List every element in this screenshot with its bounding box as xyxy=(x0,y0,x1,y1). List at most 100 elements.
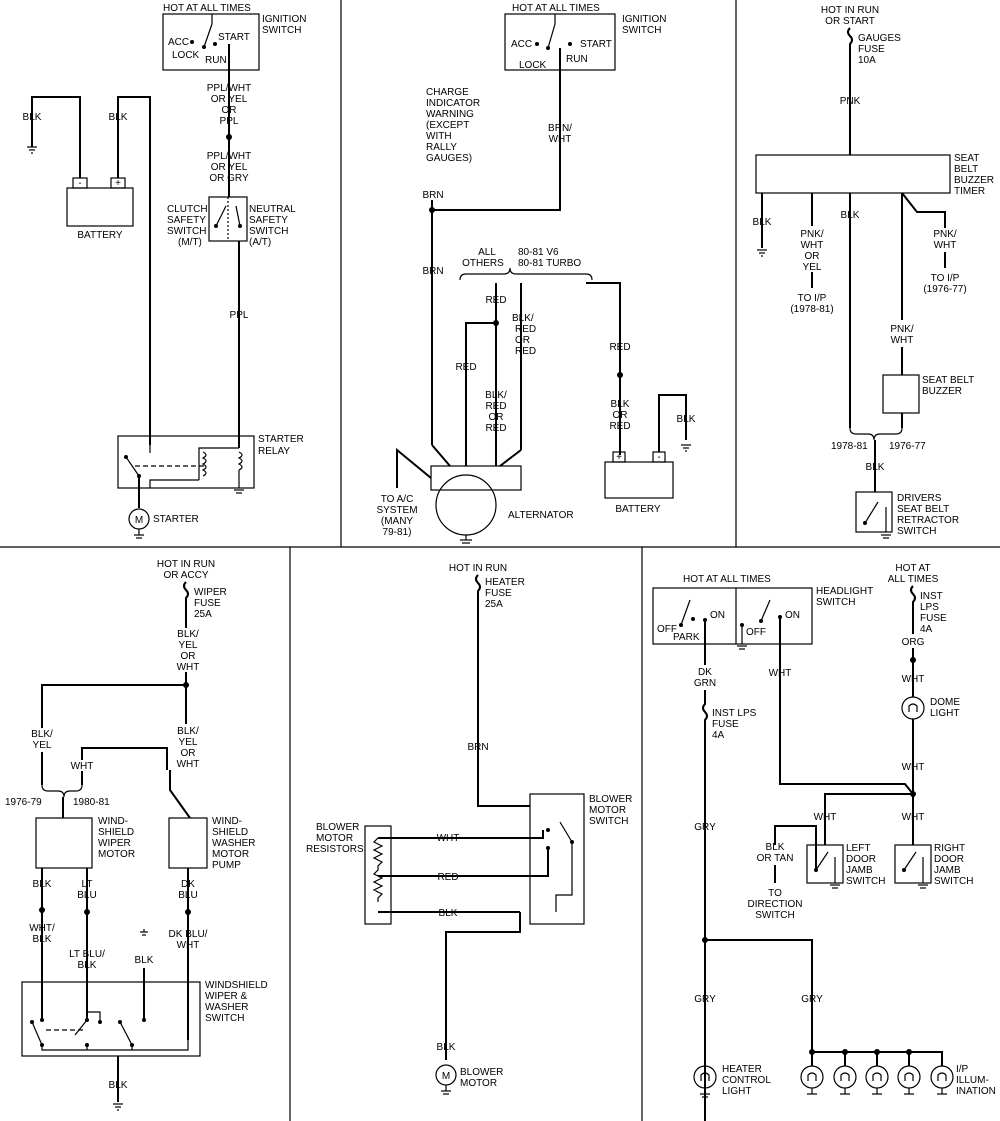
left-door-label: LEFT xyxy=(846,843,870,854)
wire-label: RED xyxy=(515,346,536,357)
switch-label: WINDSHIELD xyxy=(205,980,268,991)
year-label: 1978-81 xyxy=(831,441,868,452)
left-door-switch-box xyxy=(806,844,844,884)
fuse-label: 4A xyxy=(712,730,725,741)
wire-label: PNK/ xyxy=(933,229,957,240)
fuse-label: 10A xyxy=(858,55,876,66)
fuse-label: 25A xyxy=(485,599,503,610)
ignition-label: IGNITION xyxy=(622,14,666,25)
acc-label: ACC xyxy=(168,37,189,48)
dome-light xyxy=(901,696,925,720)
v6-label: 80-81 V6 xyxy=(518,247,559,258)
to-ip-label: TO I/P xyxy=(931,273,960,284)
hot-label: HOT IN RUN xyxy=(821,5,879,16)
wire-label: PNK/ xyxy=(800,229,824,240)
right-door-label: RIGHT xyxy=(934,843,965,854)
wire-label: PPL xyxy=(220,116,239,127)
retractor-label: DRIVERS xyxy=(897,493,942,504)
washer-label: WASHER xyxy=(212,838,256,849)
fuse-label: INST LPS xyxy=(712,708,757,719)
wire-label: OR xyxy=(613,410,628,421)
left-door-label: DOOR xyxy=(846,854,876,865)
to-direction-label: TO xyxy=(768,888,782,899)
washer-pump-box xyxy=(168,817,208,869)
wire-label: BLU xyxy=(77,890,96,901)
neutral-label: SWITCH xyxy=(249,226,288,237)
wire-label: BLK xyxy=(109,1080,128,1091)
wire-label: OR xyxy=(181,748,196,759)
park-label: PARK xyxy=(673,632,700,643)
wire-label: BLK xyxy=(135,955,154,966)
charge-label: (EXCEPT xyxy=(426,120,469,131)
wire-label: GRY xyxy=(801,994,823,1005)
wire-label: BLK xyxy=(766,842,785,853)
clutch-label: (M/T) xyxy=(178,237,202,248)
heater-light-label: HEATER xyxy=(722,1064,762,1075)
v6-label: 80-81 TURBO xyxy=(518,258,581,269)
right-door-label: DOOR xyxy=(934,854,964,865)
wiper-motor-label: WIPER xyxy=(98,838,131,849)
wire-label: OR xyxy=(805,251,820,262)
wire-label: RED xyxy=(485,401,506,412)
timer-label: BELT xyxy=(954,164,978,175)
fuse-label: FUSE xyxy=(194,598,221,609)
on-label: ON xyxy=(785,610,800,621)
left-door-label: SWITCH xyxy=(846,876,885,887)
hot-label: HOT IN RUN xyxy=(157,559,215,570)
relay-label: RELAY xyxy=(258,446,290,457)
to-ip-label: TO I/P xyxy=(798,293,827,304)
fuse-label: LPS xyxy=(920,602,939,613)
charging-circuit-panel: HOT AT ALL TIMES IGNITION SWITCH ACC STA… xyxy=(376,3,696,544)
ignition-label: SWITCH xyxy=(262,25,301,36)
wire-label: PNK xyxy=(840,96,861,107)
motor-symbol: M xyxy=(135,515,143,526)
wire-label: PPL/WHT xyxy=(207,151,251,162)
neutral-label: NEUTRAL xyxy=(249,204,296,215)
start-label: START xyxy=(580,39,612,50)
ignition-label: IGNITION xyxy=(262,14,306,25)
retractor-switch-box xyxy=(855,491,893,533)
wire-label: OR TAN xyxy=(757,853,794,864)
starter-relay-box xyxy=(117,435,255,489)
wire-label: WHT xyxy=(71,761,94,772)
charge-label: GAUGES) xyxy=(426,153,472,164)
clutch-label: SWITCH xyxy=(167,226,206,237)
charge-label: RALLY xyxy=(426,142,457,153)
wire-label: RED xyxy=(437,872,458,883)
fuse-label: GAUGES xyxy=(858,33,901,44)
to-direction-label: DIRECTION xyxy=(748,899,803,910)
hot-label: OR START xyxy=(825,16,875,27)
wiper-motor-box xyxy=(35,817,93,869)
washer-label: PUMP xyxy=(212,860,241,871)
alternator xyxy=(435,474,497,536)
dome-label: DOME xyxy=(930,697,960,708)
wire-label: BRN xyxy=(422,266,443,277)
wire-label: GRY xyxy=(694,822,716,833)
hot-label: HOT AT ALL TIMES xyxy=(683,574,771,585)
wire-label: DK BLU/ xyxy=(169,929,208,940)
wire-label: BLK/ xyxy=(485,390,507,401)
hot-label: HOT AT xyxy=(895,563,930,574)
seat-belt-panel: HOT IN RUN OR START GAUGES FUSE 10A PNK … xyxy=(753,5,994,539)
wire-label: BLK xyxy=(677,414,696,425)
wire-label: BLK/ xyxy=(31,729,53,740)
wire-label: DK xyxy=(698,667,712,678)
dome-label: LIGHT xyxy=(930,708,959,719)
wiper-switch-box xyxy=(21,981,201,1057)
headlight-switch-label: HEADLIGHT xyxy=(816,586,873,597)
wire-label: WHT xyxy=(549,134,572,145)
to-ip-label: (1978-81) xyxy=(790,304,833,315)
ip-label: I/P xyxy=(956,1064,969,1075)
fuse-label: 4A xyxy=(920,624,933,635)
headlight-switch-label: SWITCH xyxy=(816,597,855,608)
wire-label: RED xyxy=(455,362,476,373)
battery-label: BATTERY xyxy=(77,230,123,241)
wire-label: WHT xyxy=(801,240,824,251)
switch-label: WIPER & xyxy=(205,991,248,1002)
heater-light-label: LIGHT xyxy=(722,1086,751,1097)
on-label: ON xyxy=(710,610,725,621)
blower-panel: HOT IN RUN HEATER FUSE 25A BRN BLOWER MO… xyxy=(306,563,632,1095)
heater-light-label: CONTROL xyxy=(722,1075,771,1086)
ground-symbol xyxy=(27,146,37,154)
wiper-motor-label: MOTOR xyxy=(98,849,135,860)
